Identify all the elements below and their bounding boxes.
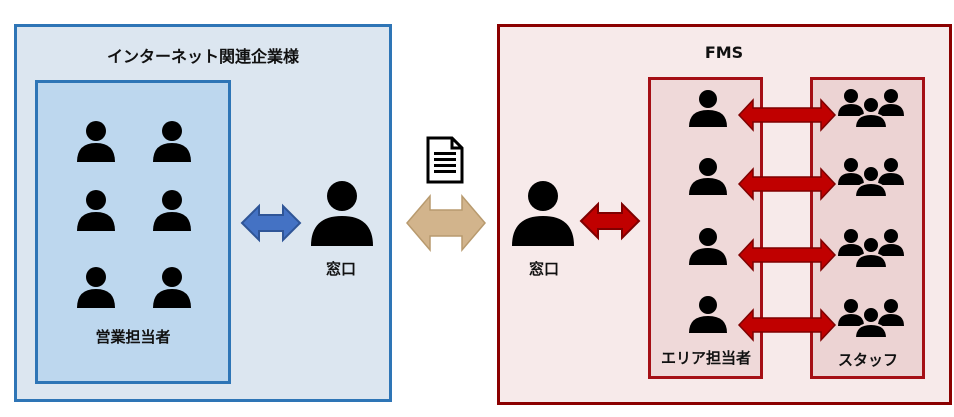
red-double-arrow-icon	[579, 201, 641, 241]
fms-window-person-icon	[512, 181, 574, 246]
document-icon	[426, 136, 464, 184]
area-manager-person-icon	[689, 228, 727, 265]
staff-group-icon	[838, 299, 904, 339]
fms-window-label: 窓口	[528, 260, 560, 278]
tan-double-arrow-icon	[406, 193, 486, 253]
red-long-double-arrow-icon	[737, 308, 837, 342]
sales-rep-person-icon	[153, 121, 191, 162]
fms-title: FMS	[704, 43, 744, 62]
sales-rep-person-icon	[153, 190, 191, 231]
sales-reps-box	[35, 80, 231, 384]
red-long-double-arrow-icon	[737, 238, 837, 272]
red-long-double-arrow-icon	[737, 167, 837, 201]
sales-rep-person-icon	[77, 190, 115, 231]
staff-group-icon	[838, 89, 904, 129]
red-long-double-arrow-icon	[737, 98, 837, 132]
client-company-title: インターネット関連企業様	[106, 47, 300, 66]
client-window-label: 窓口	[325, 260, 357, 278]
client-window-person-icon	[311, 181, 373, 246]
area-manager-person-icon	[689, 158, 727, 195]
sales-rep-person-icon	[77, 267, 115, 308]
blue-double-arrow-icon	[240, 203, 302, 243]
area-manager-person-icon	[689, 90, 727, 127]
sales-rep-person-icon	[77, 121, 115, 162]
staff-group-icon	[838, 229, 904, 269]
sales-rep-person-icon	[153, 267, 191, 308]
staff-group-icon	[838, 158, 904, 198]
area-manager-label: エリア担当者	[660, 349, 752, 367]
sales-rep-label: 営業担当者	[95, 328, 171, 346]
area-manager-person-icon	[689, 296, 727, 333]
staff-label: スタッフ	[837, 351, 899, 369]
